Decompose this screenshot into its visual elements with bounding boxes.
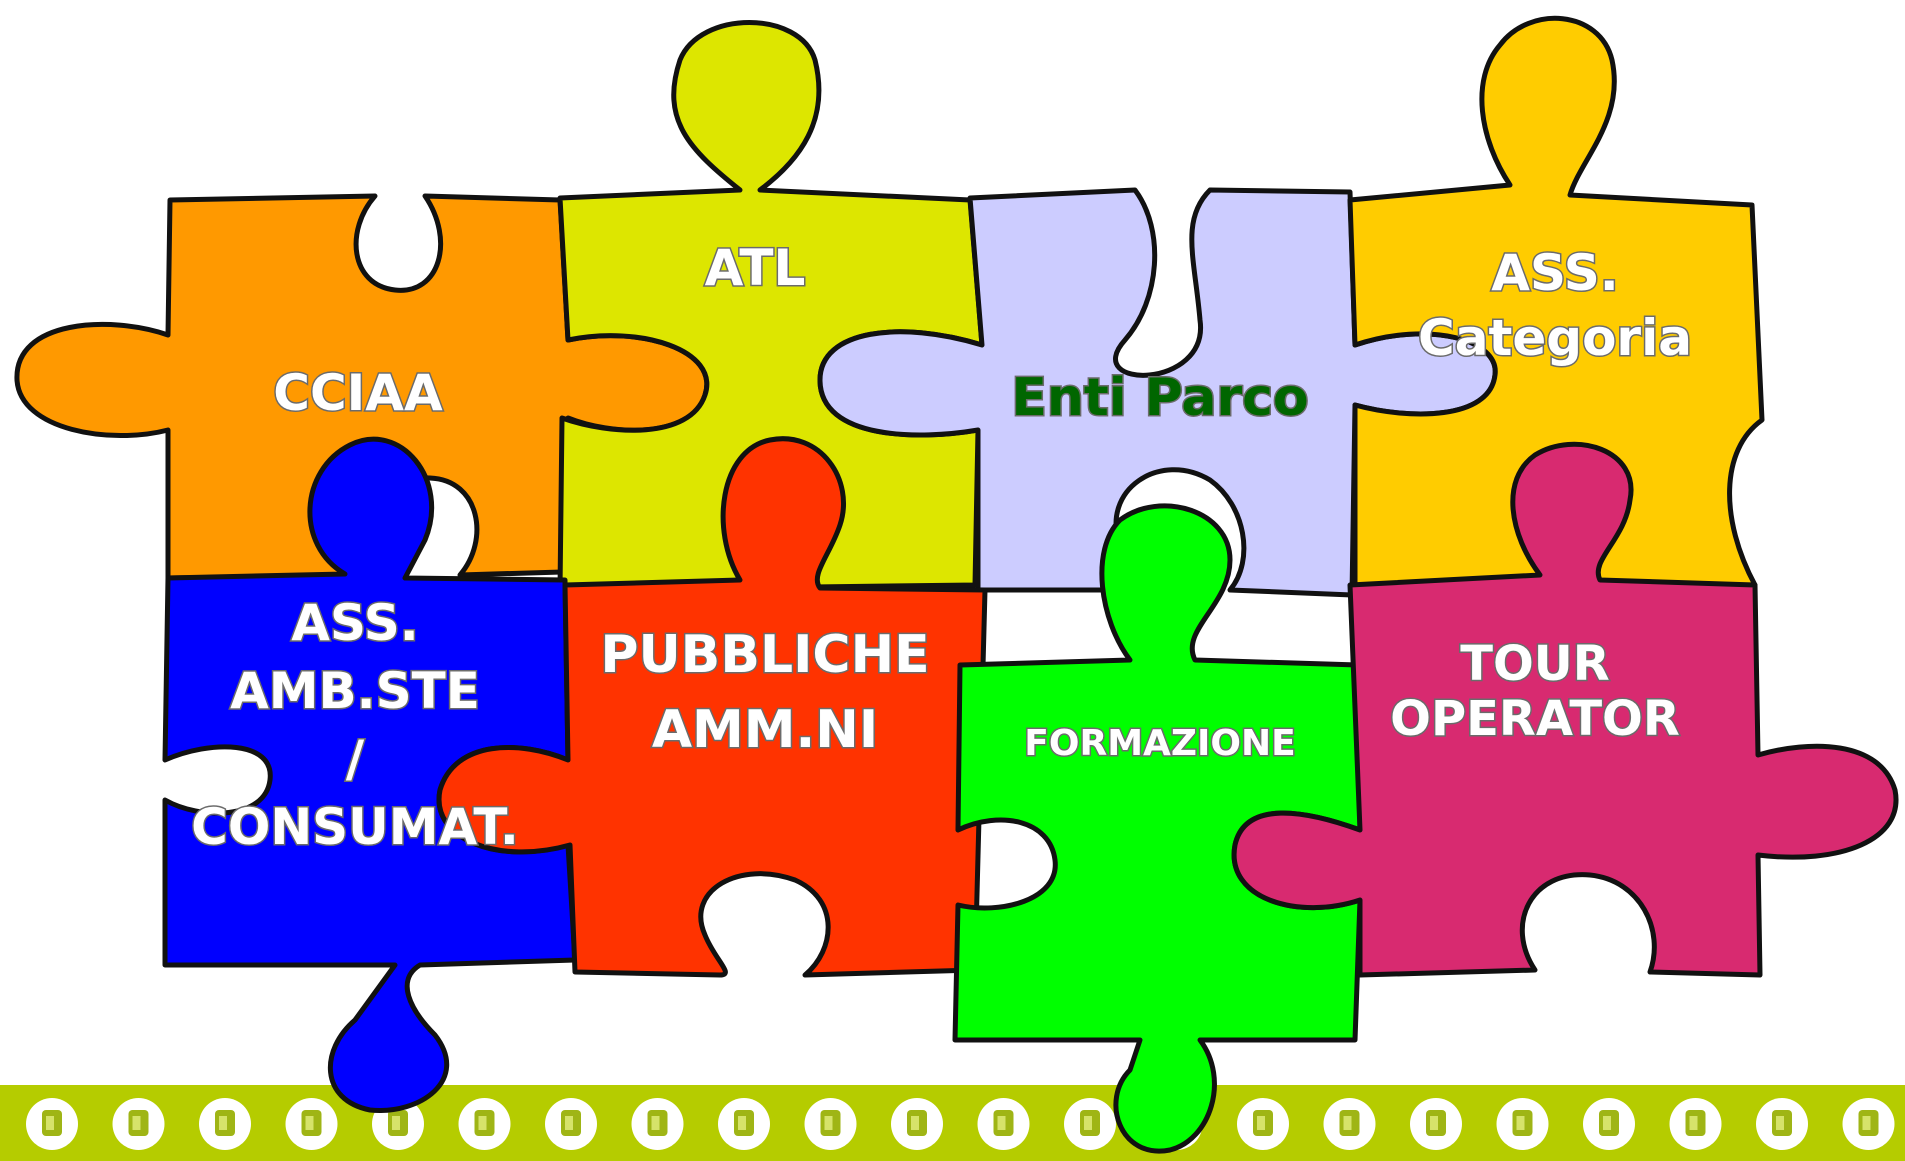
blender-icon <box>1237 1098 1289 1150</box>
hairdryer-icon <box>1410 1098 1462 1150</box>
kettle-icon <box>631 1098 684 1150</box>
microwave-icon <box>1756 1098 1808 1150</box>
washing-machine-icon <box>718 1098 770 1150</box>
microwave-icon <box>804 1098 857 1150</box>
iron-icon <box>112 1098 165 1150</box>
blender-icon <box>285 1098 338 1150</box>
piece-label-assamb: ASS. <box>291 594 418 652</box>
fridge-icon <box>891 1098 943 1150</box>
puzzle-piece-pubbliche-amm[interactable] <box>436 436 988 978</box>
bottle-icon <box>545 1098 597 1150</box>
puzzle-piece-ass-amb-ste[interactable] <box>162 436 578 1113</box>
footer-icons <box>26 1098 1895 1150</box>
bottle-icon <box>1496 1098 1549 1150</box>
puzzle-piece-cciaa[interactable] <box>14 193 710 581</box>
piece-label-pubbliche: AMM.NI <box>652 700 878 760</box>
vacuum-icon <box>199 1098 251 1150</box>
washing-machine-icon <box>1669 1098 1722 1150</box>
piece-label-enti: Enti Parco <box>1011 368 1308 428</box>
coffee-maker-icon <box>1323 1098 1376 1150</box>
piece-label-assamb: CONSUMAT. <box>191 798 519 856</box>
iron-icon <box>1064 1098 1116 1150</box>
piece-label-assamb: AMB.STE <box>230 662 480 720</box>
mixer-icon <box>977 1098 1030 1150</box>
mixer-icon <box>26 1098 78 1150</box>
piece-label-assamb: / <box>346 730 365 788</box>
kettle-icon <box>1583 1098 1635 1150</box>
puzzle-piece-tour-operator[interactable] <box>1231 441 1899 978</box>
piece-label-atl: ATL <box>705 239 806 297</box>
piece-label-asscat: Categoria <box>1418 309 1692 367</box>
piece-label-pubbliche: PUBBLICHE <box>600 625 929 685</box>
hairdryer-icon <box>458 1098 511 1150</box>
piece-label-tour: OPERATOR <box>1390 691 1680 747</box>
fridge-icon <box>1842 1098 1895 1150</box>
piece-label-asscat: ASS. <box>1491 244 1618 302</box>
piece-label-cciaa: CCIAA <box>273 364 443 422</box>
piece-label-tour: TOUR <box>1460 636 1609 692</box>
puzzle-piece-ass-categoria[interactable] <box>1347 15 1765 598</box>
piece-label-formazione: FORMAZIONE <box>1024 723 1295 764</box>
